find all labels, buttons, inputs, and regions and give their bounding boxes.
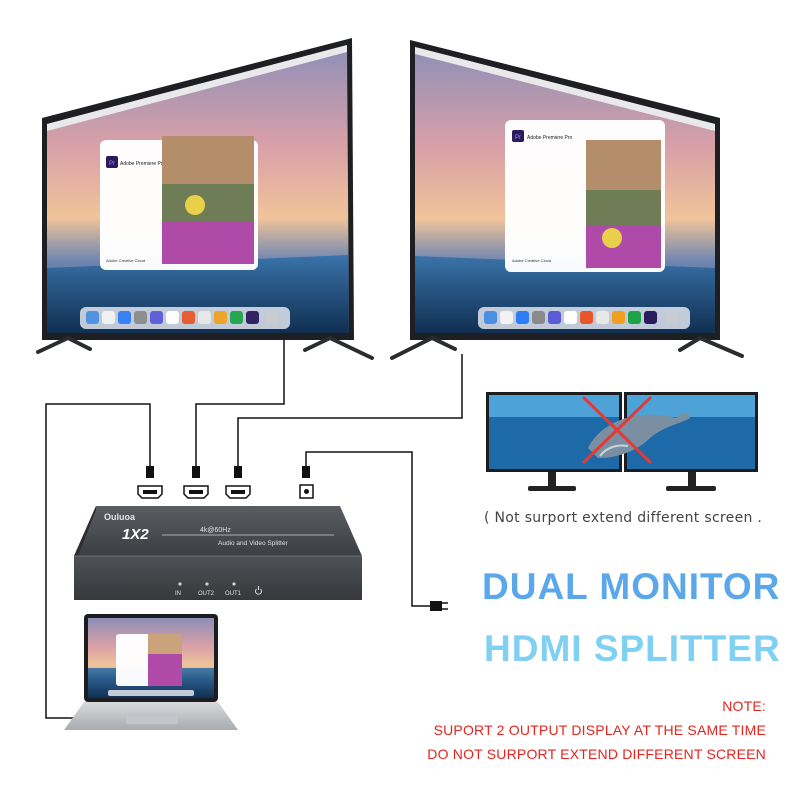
left-tv-app-badge: Pr	[109, 161, 115, 167]
power-adapter-plug	[430, 601, 448, 611]
headline-dual-monitor: DUAL MONITOR	[482, 566, 781, 607]
hdmi-port-icon-in	[137, 485, 163, 499]
hdmi-plug-in	[146, 466, 154, 478]
note-line-1: SUPORT 2 OUTPUT DISPLAY AT THE SAME TIME	[433, 722, 766, 738]
extend-mode-caption: ( Not surport extend different screen .	[484, 510, 763, 526]
left-tv-app-footer: Adobe Creative Cloud	[106, 258, 145, 263]
right-tv-app-dialog: Pr Adobe Premiere Pro Adobe Creative Clo…	[505, 120, 665, 272]
dc-plug	[302, 466, 310, 478]
right-tv: Pr Adobe Premiere Pro Adobe Creative Clo…	[390, 40, 744, 360]
right-tv-stand	[390, 336, 744, 360]
right-tv-app-footer: Adobe Creative Cloud	[512, 258, 551, 263]
note-title: NOTE:	[722, 698, 766, 714]
not-supported-cross-icon	[582, 396, 652, 464]
note-line-2: DO NOT SURPORT EXTEND DIFFERENT SCREEN	[427, 746, 766, 762]
power-icon	[255, 586, 262, 595]
laptop	[64, 614, 238, 730]
left-tv-stand	[36, 336, 374, 360]
port-label-out1: OUT1	[225, 591, 242, 597]
hdmi-port-icon-out1	[225, 485, 251, 499]
hdmi-plug-out1	[234, 466, 242, 478]
right-tv-app-title: Adobe Premiere Pro	[527, 135, 573, 141]
splitter-device: Ouluoa 1X2 4k@60Hz Audio and Video Split…	[74, 506, 362, 600]
right-tv-app-badge: Pr	[515, 135, 521, 141]
hdmi-plug-out2	[192, 466, 200, 478]
port-label-out2: OUT2	[198, 591, 215, 597]
device-subtitle: Audio and Video Splitter	[218, 540, 288, 547]
left-tv-app-dialog: Pr Adobe Premiere Pro Adobe Creative Clo…	[100, 136, 258, 270]
cables	[45, 340, 463, 719]
device-brand: Ouluoa	[104, 512, 136, 522]
dc-port-icon	[299, 484, 314, 499]
device-model: 1X2	[122, 526, 149, 543]
device-spec: 4k@60Hz	[200, 527, 231, 534]
extend-mode-illustration	[486, 392, 758, 491]
port-label-in: IN	[175, 591, 181, 597]
headline-hdmi-splitter: HDMI SPLITTER	[484, 628, 781, 669]
left-tv-app-title: Adobe Premiere Pro	[120, 161, 166, 167]
left-tv: Pr Adobe Premiere Pro Adobe Creative Clo…	[36, 38, 374, 360]
hdmi-port-icon-out2	[183, 485, 209, 499]
